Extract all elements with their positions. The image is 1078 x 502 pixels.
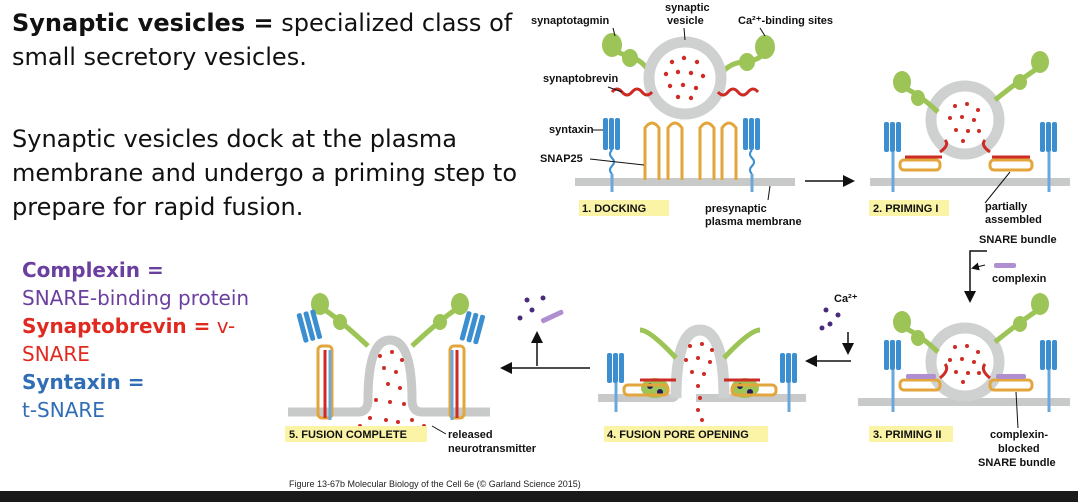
label-complexin: complexin xyxy=(992,273,1047,285)
snap25-left xyxy=(643,121,661,180)
label-released: released xyxy=(448,429,493,441)
label-syntaxin: syntaxin xyxy=(549,124,594,136)
label-snap25: SNAP25 xyxy=(540,153,583,165)
figure-caption: Figure 13-67b Molecular Biology of the C… xyxy=(289,479,581,489)
syntaxin-definition: t-SNARE xyxy=(22,398,105,422)
step-fusion-complete: 5. FUSION COMPLETE xyxy=(289,429,407,441)
label-snare-bundle-1: SNARE bundle xyxy=(979,234,1057,246)
synaptic-vesicle xyxy=(643,36,727,120)
snap25-right xyxy=(698,121,716,180)
label-ca-binding-sites: Ca²⁺-binding sites xyxy=(738,15,833,27)
panel-docking xyxy=(575,33,795,192)
synaptobrevin-term: Synaptobrevin = xyxy=(22,314,211,338)
syntaxin-left xyxy=(603,118,608,150)
legend-text: Complexin = SNARE-binding protein Synapt… xyxy=(22,256,272,424)
synaptic-vesicles-term: Synaptic vesicles = xyxy=(12,9,274,37)
label-plasma-membrane: plasma membrane xyxy=(705,216,802,228)
step-docking: 1. DOCKING xyxy=(582,203,646,215)
step-fusion-pore-opening: 4. FUSION PORE OPENING xyxy=(607,429,749,441)
released-complexin-icon xyxy=(540,309,564,324)
label-vesicle: vesicle xyxy=(667,15,704,27)
syntaxin-right xyxy=(743,118,748,150)
highlight-fusion-pore xyxy=(604,426,768,442)
step-priming-1: 2. PRIMING I xyxy=(873,203,938,215)
plasma-membrane xyxy=(575,178,795,186)
label-complexin-blocked-3: SNARE bundle xyxy=(978,457,1056,469)
panel-fusion-pore xyxy=(598,324,806,422)
panel-fusion-complete xyxy=(288,293,490,432)
highlight-docking xyxy=(579,200,669,216)
panel-priming-1 xyxy=(870,51,1070,192)
label-complexin-blocked-2: blocked xyxy=(998,443,1040,455)
highlight-priming-1 xyxy=(869,200,949,216)
label-synaptobrevin: synaptobrevin xyxy=(543,73,618,85)
synaptobrevin-left xyxy=(610,87,654,97)
highlight-fusion-complete xyxy=(285,426,427,442)
label-synaptotagmin: synaptotagmin xyxy=(531,15,610,27)
label-partially: partially xyxy=(985,201,1028,213)
synaptobrevin-definition: v-SNARE xyxy=(22,314,236,366)
docking-text: Synaptic vesicles dock at the plasma mem… xyxy=(12,125,517,221)
label-complexin-blocked-1: complexin- xyxy=(990,429,1048,441)
arrow-priming-1-to-2 xyxy=(964,250,987,303)
intro-text: Synaptic vesicles = specialized class of… xyxy=(12,6,532,74)
panel-priming-2 xyxy=(858,293,1070,412)
highlight-priming-2 xyxy=(869,426,953,442)
step-priming-2: 3. PRIMING II xyxy=(873,429,941,441)
calcium-ions-incoming xyxy=(819,307,841,331)
calcium-ions-released xyxy=(517,295,546,321)
complexin-definition: SNARE-binding protein xyxy=(22,286,250,310)
bottom-bar xyxy=(0,491,1078,502)
label-synaptic: synaptic xyxy=(665,2,710,14)
label-neurotransmitter: neurotransmitter xyxy=(448,443,537,455)
syntaxin-term: Syntaxin = xyxy=(22,370,145,394)
synaptic-vesicles-definition: specialized class of small secretory ves… xyxy=(12,9,513,71)
complexin-icon xyxy=(994,263,1016,268)
neurotransmitter-dots xyxy=(663,55,706,101)
label-assembled: assembled xyxy=(985,214,1042,226)
synaptotagmin-c2-domain xyxy=(602,33,622,57)
label-calcium: Ca²⁺ xyxy=(834,293,858,305)
complexin-term: Complexin = xyxy=(22,258,164,282)
label-presynaptic: presynaptic xyxy=(705,203,767,215)
